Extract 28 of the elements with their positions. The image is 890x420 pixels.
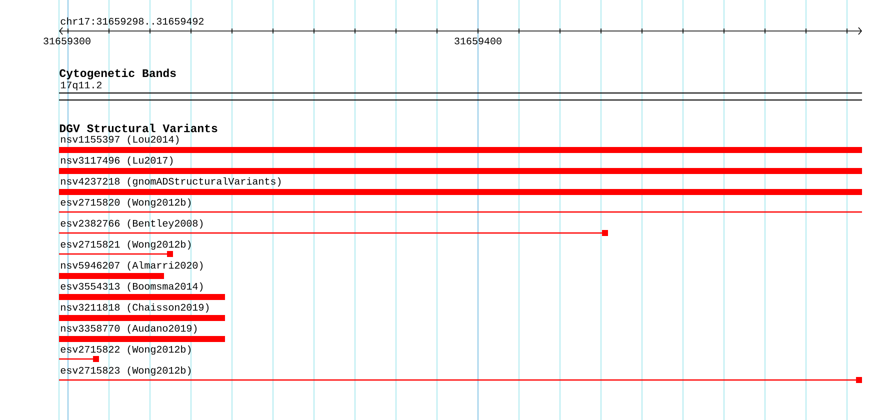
node-label: esv2715821 (Wong2012b)	[60, 240, 191, 250]
variant-bar: nsv1155397 (Lou2014)	[59, 135, 862, 153]
variant-bar: nsv3117496 (Lu2017)	[59, 156, 862, 174]
variant-bar: esv2382766 (Bentley2008)	[59, 219, 608, 236]
node-label: nsv4237218 (gnomADStructuralVariants)	[61, 177, 281, 187]
variant-bar: nsv5946207 (Almarri2020)	[59, 261, 203, 279]
node-label: nsv3211818 (Chaisson2019)	[61, 303, 209, 313]
node-label: esv2715823 (Wong2012b)	[60, 366, 191, 376]
variant-bar: esv2715820 (Wong2012b)	[59, 198, 862, 213]
node-label: nsv3117496 (Lu2017)	[61, 156, 173, 166]
node-label: nsv5946207 (Almarri2020)	[61, 261, 203, 271]
track-title: DGV Structural Variants	[60, 124, 218, 132]
tick-label: 31659300	[44, 38, 90, 44]
tick-label: 31659400	[454, 38, 502, 44]
node-label: esv2382766 (Bentley2008)	[60, 219, 203, 229]
node-label: esv3554313 (Boomsma2014)	[60, 282, 203, 292]
node-label: nsv3358770 (Audano2019)	[61, 324, 197, 334]
variant-bar: esv2715823 (Wong2012b)	[59, 366, 862, 383]
variant-bar: nsv4237218 (gnomADStructuralVariants)	[59, 177, 862, 195]
variant-bar: esv3554313 (Boomsma2014)	[59, 282, 225, 300]
node-label: nsv1155397 (Lou2014)	[61, 135, 179, 145]
variant-bar: esv2715822 (Wong2012b)	[59, 345, 191, 362]
range-label: chr17:31659298..31659492	[60, 17, 204, 25]
cytoband-box: 17q11.2	[58, 82, 863, 100]
variant-bar: esv2715821 (Wong2012b)	[59, 240, 191, 257]
variant-bar: nsv3211818 (Chaisson2019)	[59, 303, 225, 321]
node-label: esv2715822 (Wong2012b)	[60, 345, 191, 355]
variant-bar: nsv3358770 (Audano2019)	[59, 324, 225, 342]
